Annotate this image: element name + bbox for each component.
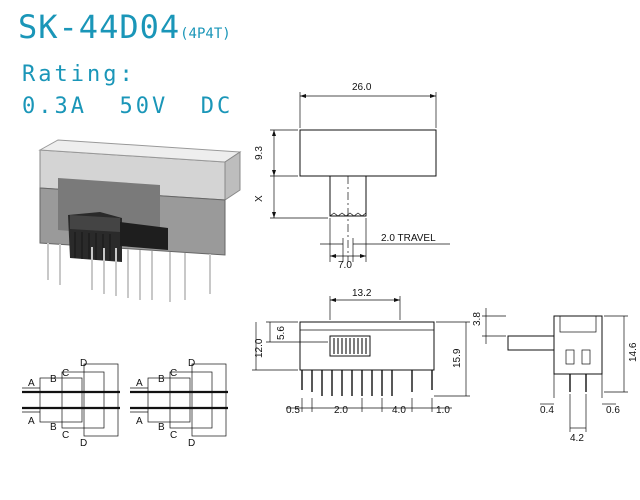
rating-value: 0.3A 50V DC [22, 94, 234, 119]
dim-front-h2: 12.0 [254, 338, 265, 358]
dim-side-h: 14.6 [628, 342, 639, 362]
dim-front-top: 13.2 [352, 288, 372, 299]
product-illustration [38, 139, 242, 302]
pin-d-bottom: D [80, 438, 87, 449]
dim-height: 9.3 [254, 146, 265, 160]
dim-actuator: 7.0 [338, 260, 352, 271]
dim-front-h3: 15.9 [452, 348, 463, 368]
dim-side-b1: 0.4 [540, 405, 554, 416]
pin-d-top-2: D [188, 358, 195, 369]
pin-a-bottom: A [28, 416, 35, 427]
dim-travel: 2.0 TRAVEL [381, 233, 436, 244]
dim-front-b4: 1.0 [436, 405, 450, 416]
pole-config: (4P4T) [180, 26, 231, 42]
schematic-left: A B C D A B C D [22, 358, 120, 449]
pin-b-bottom-2: B [158, 422, 165, 433]
pin-b-top: B [50, 374, 57, 385]
pin-c-top-2: C [170, 368, 177, 379]
rating-label: Rating: [22, 62, 136, 87]
dim-side-t: 3.8 [472, 312, 483, 326]
pin-a-top-2: A [136, 378, 143, 389]
pin-b-top-2: B [158, 374, 165, 385]
schematic-right: A B C D A B C D [130, 358, 228, 449]
dim-front-h1: 5.6 [276, 326, 287, 340]
pin-a-top: A [28, 378, 35, 389]
pin-d-top: D [80, 358, 87, 369]
front-view [252, 296, 470, 412]
dim-front-b3: 4.0 [392, 405, 406, 416]
dim-front-b2: 2.0 [334, 405, 348, 416]
pin-c-bottom-2: C [170, 430, 177, 441]
dim-side-b2: 0.6 [606, 405, 620, 416]
dim-width: 26.0 [352, 82, 372, 93]
pin-a-bottom-2: A [136, 416, 143, 427]
side-view [482, 308, 628, 432]
model-title: SK-44D04(4P4T) [18, 8, 231, 46]
pin-b-bottom: B [50, 422, 57, 433]
pin-c-bottom: C [62, 430, 69, 441]
model-number: SK-44D04 [18, 8, 181, 46]
dim-front-b1: 0.5 [286, 405, 300, 416]
pin-d-bottom-2: D [188, 438, 195, 449]
dim-x: X [254, 195, 265, 202]
top-view [270, 92, 450, 262]
dim-side-b3: 4.2 [570, 433, 584, 444]
pin-c-top: C [62, 368, 69, 379]
